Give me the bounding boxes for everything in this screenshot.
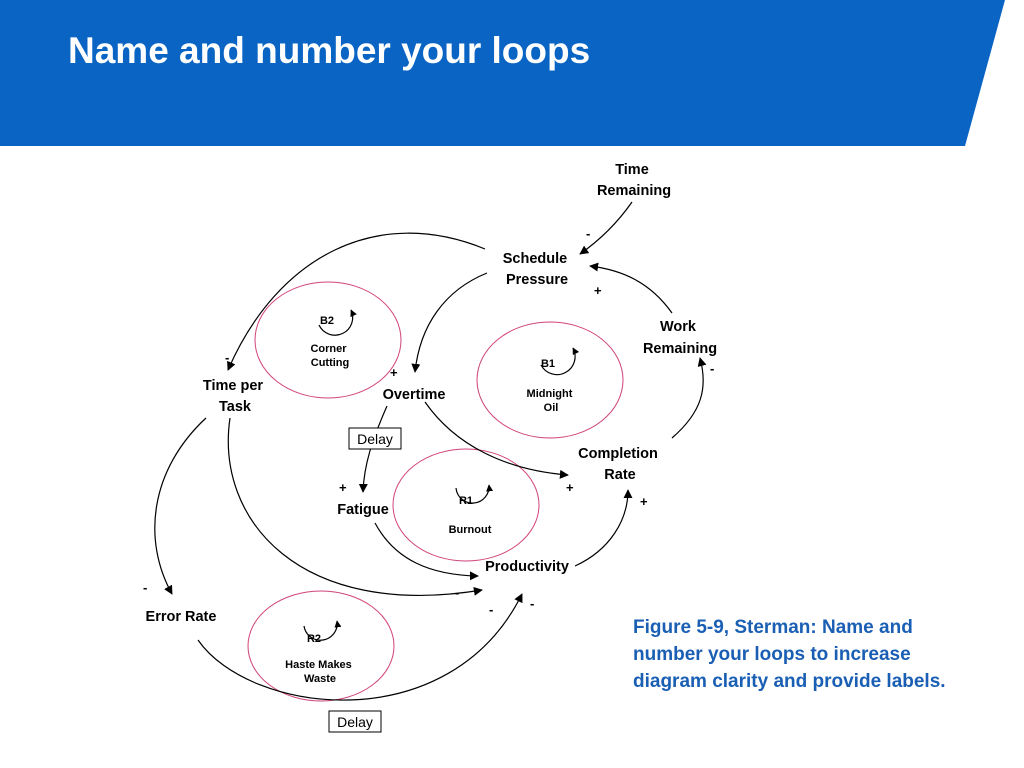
- loop-b1-circular-arrow-icon: [540, 347, 580, 376]
- node-productivity: Productivity: [485, 559, 569, 575]
- loop-r2-name-line-2: Waste: [304, 673, 336, 685]
- node-overtime-line-1: Overtime: [383, 387, 446, 403]
- node-fatigue: Fatigue: [337, 502, 389, 518]
- loop-rings: [247, 281, 624, 702]
- figure-caption: Figure 5-9, Sterman: Name and number you…: [633, 617, 946, 692]
- link-time-per-task-to-productivity: [227, 417, 483, 596]
- node-completion-rate-line-1: Completion: [578, 446, 658, 462]
- loop-b1-id: B1: [541, 358, 555, 370]
- node-productivity-line-1: Productivity: [485, 559, 569, 575]
- loop-b1-name-line-2: Oil: [544, 402, 559, 414]
- loop-b2-name-line-2: Cutting: [311, 357, 349, 369]
- loop-b2-id: B2: [320, 315, 334, 327]
- loop-r2-name: Haste Makes Waste: [285, 659, 355, 685]
- node-completion-rate-line-2: Rate: [604, 467, 635, 483]
- polarity-schedule-pressure-to-time-per-task: -: [225, 350, 229, 365]
- title-banner: Name and number your loops: [0, 0, 1024, 146]
- link-productivity-to-completion-rate: [574, 489, 633, 567]
- variable-nodes: Time Remaining Schedule Pressure Work Re…: [146, 162, 718, 625]
- loop-r1: R1 Burnout: [449, 484, 494, 536]
- node-completion-rate: Completion Rate: [578, 446, 662, 483]
- node-work-remaining: Work Remaining: [643, 319, 717, 357]
- loop-r2: R2 Haste Makes Waste: [285, 620, 355, 685]
- loop-r2-circular-arrow-icon: [303, 620, 342, 641]
- polarity-time-remaining-to-schedule-pressure: -: [586, 226, 590, 241]
- loop-ring-b2: [254, 281, 402, 399]
- loop-identifiers: B2 Corner Cutting B1 Midnight Oil R1 Bur…: [285, 309, 580, 685]
- loop-b2-circular-arrow-icon: [318, 309, 357, 336]
- node-error-rate: Error Rate: [146, 609, 217, 625]
- link-overtime-to-completion-rate: [424, 401, 569, 479]
- loop-r1-name: Burnout: [449, 524, 492, 536]
- link-overtime-to-fatigue: [358, 405, 388, 493]
- loop-ring-b1: [476, 321, 624, 439]
- link-work-remaining-to-schedule-pressure: [589, 262, 673, 314]
- node-time-remaining-line-2: Remaining: [597, 183, 671, 199]
- delay-label-error-rate-productivity: Delay: [337, 714, 373, 730]
- loop-r1-name-line-1: Burnout: [449, 524, 492, 536]
- polarity-error-rate-to-productivity: -: [530, 596, 534, 611]
- delay-box-error-rate-productivity: [328, 710, 382, 733]
- node-overtime: Overtime: [383, 387, 446, 403]
- link-completion-rate-to-work-remaining: [671, 357, 707, 439]
- node-work-remaining-line-2: Remaining: [643, 341, 717, 357]
- polarity-time-per-task-to-productivity: -: [489, 602, 493, 617]
- node-error-rate-line-1: Error Rate: [146, 609, 217, 625]
- node-fatigue-line-1: Fatigue: [337, 502, 389, 518]
- node-time-per-task: Time per Task: [203, 378, 267, 415]
- link-time-remaining-to-schedule-pressure: [579, 201, 633, 255]
- loop-b2: B2 Corner Cutting: [310, 309, 357, 369]
- delay-box-overtime-fatigue: [348, 427, 402, 450]
- node-schedule-pressure-line-2: Pressure: [506, 272, 568, 288]
- slide-title: Name and number your loops: [68, 30, 591, 71]
- loop-r2-id: R2: [307, 633, 321, 645]
- polarity-time-per-task-to-error-rate: -: [143, 580, 147, 595]
- polarity-productivity-to-completion-rate: +: [640, 494, 648, 509]
- node-schedule-pressure-line-1: Schedule: [503, 251, 567, 267]
- polarity-fatigue-to-productivity: -: [455, 585, 459, 600]
- loop-b2-name-line-1: Corner: [310, 343, 347, 355]
- polarity-overtime-to-completion-rate: +: [566, 480, 574, 495]
- loop-b2-name: Corner Cutting: [310, 343, 349, 369]
- link-fatigue-to-productivity: [374, 522, 479, 581]
- loop-ring-r1: [392, 448, 540, 562]
- polarity-completion-rate-to-work-remaining: -: [710, 361, 714, 376]
- node-work-remaining-line-1: Work: [660, 319, 697, 335]
- polarity-signs: - + - - + + + + - - - -: [143, 226, 714, 617]
- link-schedule-pressure-to-time-per-task: [227, 232, 486, 371]
- polarity-work-remaining-to-schedule-pressure: +: [594, 283, 602, 298]
- title-banner-shape: [0, 0, 1005, 146]
- node-time-per-task-line-2: Task: [219, 399, 252, 415]
- node-time-remaining: Time Remaining: [597, 162, 671, 199]
- link-error-rate-to-productivity: [197, 593, 523, 701]
- loop-b1: B1 Midnight Oil: [527, 347, 580, 414]
- causal-links: [154, 201, 707, 701]
- node-time-remaining-line-1: Time: [615, 162, 649, 178]
- loop-ring-r2: [247, 590, 395, 702]
- node-time-per-task-line-1: Time per: [203, 378, 264, 394]
- link-time-per-task-to-error-rate: [154, 417, 207, 595]
- loop-r1-circular-arrow-icon: [455, 484, 494, 504]
- polarity-overtime-to-fatigue: +: [339, 480, 347, 495]
- loop-b1-name: Midnight Oil: [527, 388, 576, 414]
- delay-marks: Delay Delay: [328, 427, 402, 733]
- delay-label-overtime-fatigue: Delay: [357, 431, 393, 447]
- loop-b1-name-line-1: Midnight: [527, 388, 573, 400]
- node-schedule-pressure: Schedule Pressure: [503, 251, 572, 288]
- loop-r2-name-line-1: Haste Makes: [285, 659, 352, 671]
- loop-r1-id: R1: [459, 495, 473, 507]
- polarity-schedule-pressure-to-overtime: +: [390, 365, 398, 380]
- link-schedule-pressure-to-overtime: [411, 272, 488, 373]
